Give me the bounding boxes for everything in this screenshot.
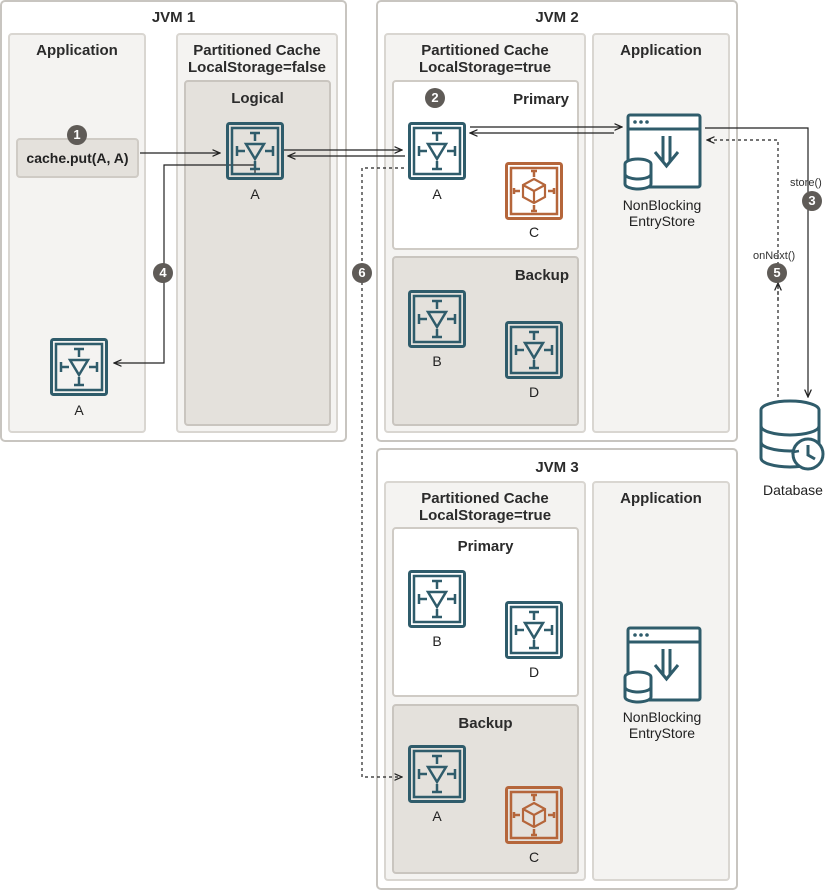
jvm2-application-title: Application xyxy=(620,42,702,59)
arrow-backup-replication xyxy=(361,167,404,777)
cache-put-text: cache.put(A, A) xyxy=(26,150,129,166)
jvm1-application-section: Application xyxy=(8,33,146,433)
jvm3-primary-area: Primary xyxy=(392,527,579,697)
jvm3-backup-title: Backup xyxy=(458,715,513,732)
jvm3-primary-entry-b-label: B xyxy=(432,633,442,649)
jvm3-backup-area: Backup xyxy=(392,704,579,874)
jvm3-primary-entry-b-icon xyxy=(408,570,466,628)
jvm3-backup-entry-a-icon xyxy=(408,745,466,803)
jvm1-cache-title-line1: Partitioned Cache xyxy=(193,42,321,59)
jvm2-cache-title-line1: Partitioned Cache xyxy=(421,42,549,59)
jvm1-logical-entry-label: A xyxy=(250,186,260,202)
jvm2-application-section: Application xyxy=(592,33,730,433)
step-3-badge: 3 xyxy=(802,191,822,211)
jvm2-title: JVM 2 xyxy=(535,9,579,26)
jvm3-title: JVM 3 xyxy=(535,459,579,476)
jvm3-application-title: Application xyxy=(620,490,702,507)
jvm2-entry-store-line1: NonBlocking xyxy=(622,197,702,213)
jvm3-backup-entry-c-icon xyxy=(505,786,563,844)
arrow-database-onnext xyxy=(707,140,779,397)
jvm3-cache-title-line1: Partitioned Cache xyxy=(421,490,549,507)
jvm3-entry-store-icon xyxy=(620,625,702,707)
jvm1-app-entry-icon xyxy=(50,338,108,396)
jvm1-logical-title: Logical xyxy=(231,90,284,107)
jvm2-backup-entry-d-icon xyxy=(505,321,563,379)
jvm3-backup-entry-c-label: C xyxy=(528,849,540,865)
jvm2-primary-title: Primary xyxy=(513,91,569,108)
step-4-badge: 4 xyxy=(153,263,173,283)
jvm2-backup-entry-d-label: D xyxy=(528,384,540,400)
jvm2-primary-entry-a-label: A xyxy=(432,186,442,202)
jvm2-entry-store-line2: EntryStore xyxy=(628,213,696,229)
jvm2-backup-entry-b-icon xyxy=(408,290,466,348)
jvm2-backup-entry-b-label: B xyxy=(432,353,442,369)
jvm1-logical-area: Logical xyxy=(184,80,331,426)
step-5-badge: 5 xyxy=(767,263,787,283)
step-1-badge: 1 xyxy=(67,125,87,145)
jvm3-primary-title: Primary xyxy=(457,538,514,555)
onnext-call-label: onNext() xyxy=(753,250,796,262)
jvm2-backup-title: Backup xyxy=(514,267,569,284)
jvm1-logical-entry-icon xyxy=(226,122,284,180)
jvm3-entry-store-line2: EntryStore xyxy=(628,725,696,741)
jvm2-primary-entry-c-icon xyxy=(505,162,563,220)
database-label: Database xyxy=(763,482,823,498)
jvm3-backup-entry-a-label: A xyxy=(432,808,442,824)
step-2-badge: 2 xyxy=(425,88,445,108)
jvm2-primary-entry-c-label: C xyxy=(528,224,540,240)
jvm3-entry-store-line1: NonBlocking xyxy=(622,709,702,725)
jvm3-primary-entry-d-label: D xyxy=(528,664,540,680)
arrow-store-to-database xyxy=(705,127,808,397)
store-call-label: store() xyxy=(790,177,822,189)
jvm1-app-entry-label: A xyxy=(74,402,84,418)
arrow-logical-to-app-entry xyxy=(114,164,256,363)
jvm1-title: JVM 1 xyxy=(151,9,196,26)
jvm3-cache-title-line2: LocalStorage=true xyxy=(418,507,552,524)
jvm2-cache-title-line2: LocalStorage=true xyxy=(418,59,552,76)
jvm2-entry-store-icon xyxy=(620,112,702,194)
step-6-badge: 6 xyxy=(352,263,372,283)
jvm1-application-title: Application xyxy=(36,42,118,59)
jvm3-primary-entry-d-icon xyxy=(505,601,563,659)
jvm2-primary-entry-a-icon xyxy=(408,122,466,180)
jvm1-cache-title-line2: LocalStorage=false xyxy=(188,59,326,76)
database-icon xyxy=(758,398,828,474)
